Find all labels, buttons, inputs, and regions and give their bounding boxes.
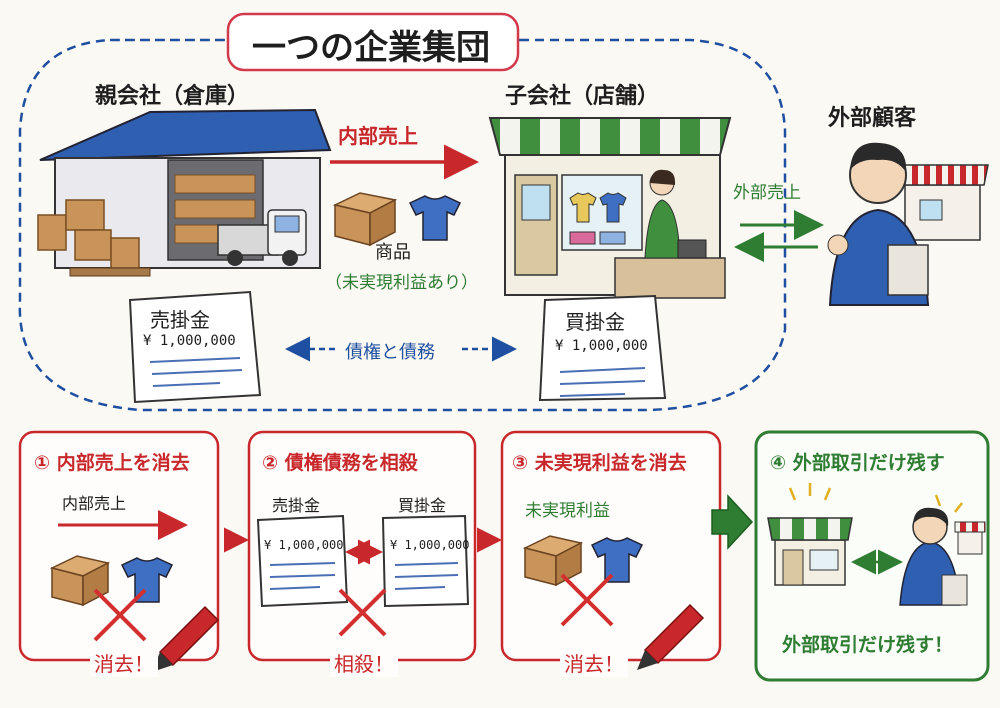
internal-sales-label: 内部売上	[338, 124, 418, 148]
step2-cross-icon	[338, 588, 387, 637]
step2-title: ② 債権債務を相殺	[262, 452, 418, 474]
page-title: 一つの企業集団	[252, 28, 490, 68]
external-customer-label: 外部顧客	[828, 106, 917, 131]
step4-shop-icon	[767, 483, 853, 586]
step2-payable-amount: ¥ 1,000,000	[390, 538, 470, 552]
step3-marker-icon	[637, 603, 705, 670]
parent-company-label: 親会社（倉庫）	[95, 84, 250, 109]
step2-receivable-amount: ¥ 1,000,000	[264, 538, 344, 552]
step3-shirt-icon	[590, 537, 644, 583]
payable-label: 買掛金	[565, 310, 625, 334]
step4-bottom-label: 外部取引だけ残す！	[782, 634, 954, 656]
box-icon	[332, 192, 398, 247]
step3-cross-icon	[560, 573, 614, 627]
title-frame	[226, 12, 520, 72]
step2-receivable-label: 売掛金	[272, 496, 321, 515]
step1-shirt-icon	[120, 557, 174, 603]
external-sales-label: 外部売上	[733, 183, 801, 203]
step2-payable-label: 買掛金	[398, 496, 447, 515]
payable-amount: ¥ 1,000,000	[555, 338, 648, 354]
step2-stamp: 相殺！	[330, 648, 398, 677]
unrealized-profit-note: （未実現利益あり）	[325, 273, 478, 293]
step2-receivable-doc	[256, 514, 349, 608]
customer-icon	[827, 142, 989, 306]
receivable-document	[128, 290, 262, 404]
receivable-label: 売掛金	[150, 308, 210, 332]
step4-title: ④ 外部取引だけ残す	[770, 452, 945, 474]
step1-title: ① 内部売上を消去	[34, 452, 190, 474]
shop-icon	[488, 117, 732, 299]
step-arrow-3	[711, 494, 754, 550]
step3-title: ③ 未実現利益を消去	[512, 452, 687, 474]
claims-debts-label: 債権と債務	[345, 342, 435, 363]
step4-customer-icon	[899, 494, 986, 606]
subsidiary-label: 子会社（店舗）	[505, 84, 660, 109]
step1-stamp: 消去！	[90, 648, 158, 677]
step3-box-icon	[522, 535, 584, 587]
receivable-amount: ¥ 1,000,000	[143, 333, 236, 349]
step3-stamp: 消去！	[560, 648, 628, 677]
goods-label: 商品	[375, 242, 411, 263]
step3-sub-label: 未実現利益	[525, 501, 610, 521]
step1-cross-icon	[93, 588, 147, 642]
group-boundary	[18, 38, 787, 412]
shirt-icon	[408, 195, 462, 241]
step2-payable-doc	[381, 514, 470, 608]
step1-sub-label: 内部売上	[62, 494, 127, 513]
truck-icon	[217, 209, 307, 266]
payable-document	[538, 294, 667, 402]
